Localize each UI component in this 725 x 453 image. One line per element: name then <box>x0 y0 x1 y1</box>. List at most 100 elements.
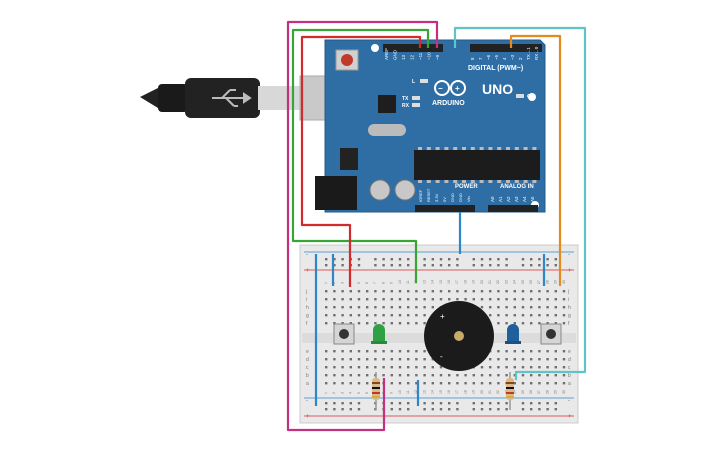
l-led <box>420 79 428 83</box>
column-number: 11 <box>406 390 410 394</box>
row-letter: d <box>306 357 309 363</box>
svg-text:+: + <box>455 84 460 93</box>
column-number: 2 <box>332 282 336 284</box>
column-number: 29 <box>554 280 558 284</box>
uno-label: UNO <box>482 81 513 97</box>
pin-label: 13 <box>401 54 406 60</box>
led-blue[interactable] <box>505 324 521 344</box>
breadboard[interactable]: jjiihhggffeeddccbbaa11223344556677889910… <box>299 244 579 424</box>
pin-label: TX→1 <box>526 47 531 60</box>
pushbutton-left[interactable] <box>333 323 355 345</box>
rail-label: - <box>568 398 570 404</box>
column-number: 7 <box>373 282 377 284</box>
power-header <box>415 205 475 212</box>
piezo-buzzer[interactable]: + - <box>424 301 494 371</box>
pin-label: 8 <box>470 57 475 60</box>
power-pin-label: GND <box>458 193 463 202</box>
led-green[interactable] <box>371 324 387 344</box>
column-number: 24 <box>513 280 517 284</box>
wires[interactable] <box>286 20 587 432</box>
column-number: 24 <box>513 390 517 394</box>
column-number: 22 <box>496 280 500 284</box>
power-pin-label: RESET <box>426 188 431 202</box>
analog-pin-label: A5 <box>530 196 535 202</box>
resistor-right[interactable] <box>506 372 514 410</box>
column-number: 4 <box>349 392 353 394</box>
wire-magenta[interactable] <box>286 20 439 432</box>
column-number: 25 <box>521 280 525 284</box>
breadboard-labels: jjiihhggffeeddccbbaa11223344556677889910… <box>305 252 572 420</box>
wire-orange[interactable] <box>509 34 562 286</box>
row-letter: g <box>306 313 309 319</box>
l-led-label: L <box>412 79 415 85</box>
row-letter: d <box>568 357 571 363</box>
column-number: 8 <box>381 282 385 284</box>
column-number: 27 <box>537 390 541 394</box>
row-letter: j <box>567 289 569 295</box>
column-number: 12 <box>414 390 418 394</box>
column-number: 9 <box>390 282 394 284</box>
column-number: 6 <box>365 392 369 394</box>
rx-led-label: RX <box>402 103 410 109</box>
column-number: 13 <box>422 390 426 394</box>
column-number: 17 <box>455 390 459 394</box>
pin-label: 7 <box>478 57 483 60</box>
wire-teal[interactable] <box>453 26 587 380</box>
row-letter: e <box>306 349 309 355</box>
column-number: 21 <box>488 390 492 394</box>
arduino-logo: − + <box>434 80 466 96</box>
column-number: 15 <box>439 280 443 284</box>
wire-green[interactable] <box>291 28 430 283</box>
row-letter: b <box>568 373 571 379</box>
on-label: ON <box>527 94 535 100</box>
capacitor-1 <box>369 179 391 201</box>
column-number: 10 <box>398 280 402 284</box>
column-number: 25 <box>521 390 525 394</box>
rail-label: + <box>568 414 572 420</box>
capacitor-2 <box>394 179 416 201</box>
column-number: 16 <box>447 390 451 394</box>
power-label: POWER <box>455 184 478 190</box>
column-number: 1 <box>324 392 328 394</box>
svg-text:−: − <box>438 84 443 93</box>
column-number: 3 <box>340 392 344 394</box>
column-number: 5 <box>357 282 361 284</box>
row-letter: i <box>568 297 569 303</box>
row-letter: a <box>568 381 571 387</box>
pin-label: ~6 <box>486 54 491 60</box>
wire-red[interactable] <box>300 35 422 287</box>
row-letter: g <box>568 313 571 319</box>
column-number: 11 <box>406 280 410 284</box>
column-number: 3 <box>340 282 344 284</box>
power-pin-label: 3.3V <box>434 193 439 202</box>
voltage-regulator <box>340 148 358 170</box>
pin-label: ~5 <box>494 54 499 60</box>
column-number: 30 <box>562 390 566 394</box>
column-number: 13 <box>422 280 426 284</box>
resistor-left[interactable] <box>372 372 380 410</box>
pin-label: ~11 <box>418 52 423 60</box>
row-letter: f <box>568 321 570 327</box>
power-pin-label: 5V <box>442 197 447 202</box>
analog-pin-label: A2 <box>506 196 511 202</box>
power-pin-label: IOREF <box>418 189 423 202</box>
power-pin-label: Vin <box>466 196 471 202</box>
power-jack <box>315 176 357 210</box>
column-number: 20 <box>480 390 484 394</box>
analog-header <box>488 205 538 212</box>
rail-label: - <box>306 398 308 404</box>
column-number: 23 <box>504 280 508 284</box>
column-number: 29 <box>554 390 558 394</box>
pushbutton-right[interactable] <box>540 323 562 345</box>
column-number: 5 <box>357 392 361 394</box>
reset-button[interactable] <box>335 49 359 71</box>
column-number: 27 <box>537 280 541 284</box>
usb-cable[interactable] <box>140 75 351 121</box>
row-letter: h <box>568 305 571 311</box>
analog-pin-label: A0 <box>490 196 495 202</box>
column-number: 14 <box>431 390 435 394</box>
